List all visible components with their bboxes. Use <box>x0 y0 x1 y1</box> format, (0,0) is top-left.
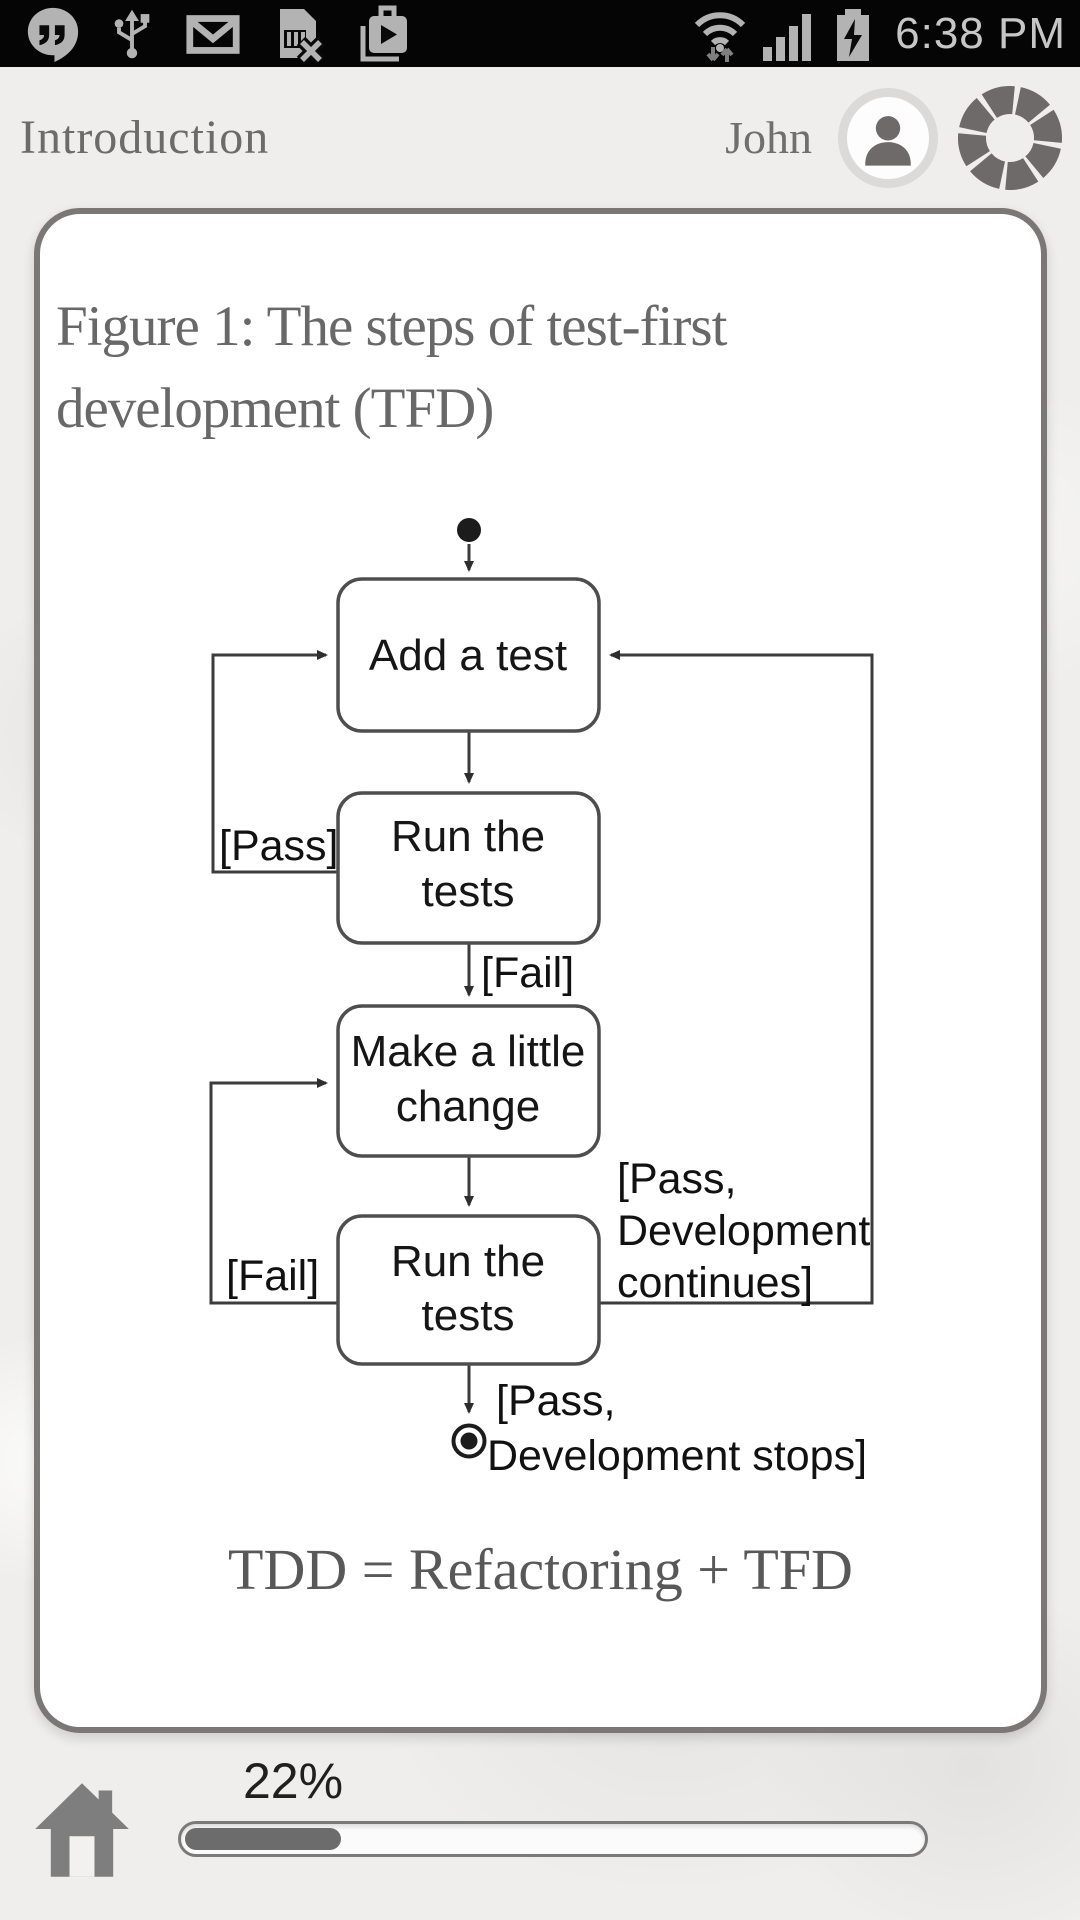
person-icon <box>865 115 911 166</box>
node-run-the-tests-1 <box>336 791 601 945</box>
node-label-run1-l2: tests <box>422 867 515 916</box>
final-node <box>451 1423 487 1459</box>
edge-run2-to-add-continues <box>599 650 874 1305</box>
gmail-icon <box>182 5 244 63</box>
node-label-make-l2: change <box>396 1082 540 1131</box>
node-label-add: Add a test <box>369 631 567 680</box>
hangouts-icon <box>24 5 82 63</box>
status-bar-clock: 6:38 PM <box>895 9 1066 58</box>
edge-run2-to-make-fail <box>209 1078 338 1305</box>
edge-run1-to-add-pass <box>211 650 338 874</box>
page-title: Introduction <box>20 111 270 164</box>
edge-label-fail2: [Fail] <box>226 1252 319 1300</box>
status-bar-notifications <box>24 4 412 64</box>
home-button[interactable] <box>30 1778 134 1882</box>
battery-charging-icon <box>827 5 879 63</box>
cellular-signal-icon <box>761 5 817 63</box>
initial-node <box>457 518 481 542</box>
progress-bar-fill <box>185 1828 341 1850</box>
edge-label-stops-l1: [Pass, <box>496 1377 616 1425</box>
menu-wheel-icon[interactable] <box>958 85 1062 190</box>
edge-label-continues-l1: [Pass, <box>617 1155 737 1203</box>
edge-label-continues-l2: Development <box>617 1207 870 1255</box>
no-sim-icon <box>268 4 328 64</box>
node-label-run1-l1: Run the <box>391 812 545 861</box>
node-add-a-test <box>336 577 601 733</box>
node-label-make-l1: Make a little <box>351 1027 586 1076</box>
wifi-icon <box>689 3 751 65</box>
node-label-run2-l2: tests <box>422 1291 515 1340</box>
app-header: Introduction John <box>0 67 1080 208</box>
play-clipboard-icon <box>352 4 412 64</box>
tfd-flowchart-diagram: Add a test Run the tests Make a little c… <box>209 518 874 1480</box>
status-bar: 6:38 PM <box>0 0 1080 67</box>
edge-label-fail1: [Fail] <box>481 949 574 997</box>
edge-label-pass: [Pass] <box>219 822 339 870</box>
edge-label-stops-l2: Development stops] <box>487 1432 867 1480</box>
figure-card: Figure 1: The steps of test-first develo… <box>34 208 1047 1733</box>
node-run-the-tests-2 <box>336 1214 601 1366</box>
user-name-label: John <box>725 112 812 163</box>
header-right: John <box>725 85 1062 190</box>
figure-caption: TDD = Refactoring + TFD <box>228 1537 853 1602</box>
node-make-a-little-change <box>336 1004 601 1158</box>
status-bar-system: 6:38 PM <box>689 0 1066 67</box>
progress-bar[interactable] <box>178 1821 928 1857</box>
edge-label-continues-l3: continues] <box>617 1259 813 1307</box>
node-label-run2-l1: Run the <box>391 1237 545 1286</box>
figure-title: Figure 1: The steps of test-first develo… <box>56 295 727 440</box>
usb-icon <box>106 5 158 63</box>
progress-percentage-label: 22% <box>243 1753 344 1809</box>
avatar-button[interactable] <box>838 87 938 188</box>
